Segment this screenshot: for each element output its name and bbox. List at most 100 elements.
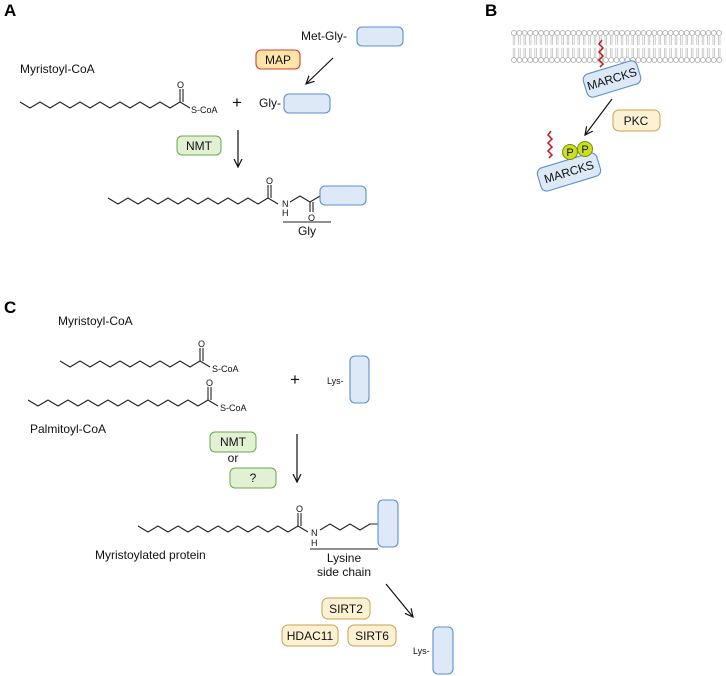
lipid-head [613, 57, 620, 63]
lipid-head [678, 57, 685, 63]
hdac11-box [281, 624, 339, 647]
nmt-enzyme-a: NMT [176, 135, 222, 156]
lipid-head [683, 57, 690, 63]
palmitoyl-chain-c [27, 399, 219, 407]
lipid-head [694, 57, 701, 63]
phosphate-2-circle [577, 141, 593, 157]
oxygen-a: O [177, 80, 184, 90]
lipid-head [662, 30, 669, 36]
marcks-bottom-box [536, 152, 602, 192]
lipid-head [608, 30, 615, 36]
lipid-head [624, 30, 631, 36]
lysine-label: Lysine [327, 551, 362, 565]
lipid-head [532, 57, 539, 63]
lipid-head [678, 30, 685, 36]
amide-oxygen-a: O [266, 176, 273, 186]
side-chain-label: side chain [317, 565, 371, 579]
lipid-head [700, 30, 706, 36]
sirt2-label: SIRT2 [329, 602, 363, 616]
amide-nitrogen-c: N [311, 528, 318, 538]
protein-final [432, 626, 454, 675]
myristoyl-coa-label-c: Myristoyl-CoA [58, 314, 133, 328]
protein-product-a [319, 185, 367, 206]
lipid-head [667, 57, 674, 63]
myristoyl-coa-label-a: Myristoyl-CoA [20, 62, 95, 76]
lipid-head [613, 30, 620, 36]
lipid-head [700, 57, 706, 63]
lipid-head [656, 57, 663, 63]
amide-nitrogen-a: N [282, 199, 289, 209]
sirt2-box [321, 597, 371, 620]
lipid-head [651, 30, 658, 36]
lipid-head [602, 30, 609, 36]
lipid-head [592, 30, 598, 36]
lipid-head [559, 57, 566, 63]
lipid-bilayer [511, 30, 723, 63]
lipid-head [565, 30, 571, 36]
map-arrow [306, 57, 334, 84]
lipid-head [673, 57, 679, 63]
oxygen-c2: O [206, 378, 213, 388]
amide-hydrogen-c: H [311, 538, 318, 548]
lipid-head [575, 57, 582, 63]
lipid-head [554, 30, 561, 36]
lipid-head [646, 30, 652, 36]
lysine-side-chain [319, 523, 378, 531]
nmt-box-a [176, 135, 222, 156]
lipid-head [619, 30, 625, 36]
lipid-head [581, 57, 588, 63]
gly-label: Gly- [259, 96, 281, 110]
phosphate-1-label: P [566, 147, 573, 159]
phosphate-1-circle [562, 144, 578, 160]
amide-hydrogen-a: H [282, 208, 289, 218]
lipid-head [710, 30, 717, 36]
demyristoylation-arrow [385, 583, 413, 617]
phosphate-2: P [577, 141, 593, 157]
plus-c: + [290, 370, 300, 389]
lipid-head [689, 30, 696, 36]
lipid-head [565, 57, 571, 63]
lipid-head [716, 30, 723, 36]
pkc-label: PKC [624, 114, 649, 128]
hdac11-label: HDAC11 [287, 629, 334, 643]
lipid-head [602, 57, 609, 63]
sirt6-enzyme: SIRT6 [347, 624, 397, 647]
protein-gly [283, 93, 331, 114]
myristoyl-chain-product-a [107, 197, 279, 205]
lipid-head [673, 30, 679, 36]
protein-product-c [377, 499, 399, 548]
lipid-head [521, 57, 528, 63]
panel-b-letter: B [485, 1, 497, 20]
lipid-head [532, 30, 539, 36]
myristoyl-chain-a [19, 101, 191, 109]
lipid-head [635, 57, 642, 63]
lipid-head [586, 30, 593, 36]
lipid-head [521, 30, 528, 36]
myristoyl-anchor-membrane [597, 39, 605, 68]
lipid-head [570, 57, 577, 63]
lipid-head [543, 30, 550, 36]
lipid-head [651, 57, 658, 63]
map-enzyme: MAP [255, 49, 301, 70]
pkc-enzyme: PKC [612, 109, 661, 132]
or-label: or [228, 451, 239, 465]
nmt-label-a: NMT [186, 139, 213, 153]
glycine-backbone [289, 195, 321, 203]
nmt-enzyme-c: NMT [209, 431, 257, 453]
pkc-arrow [585, 98, 613, 135]
hdac11-enzyme: HDAC11 [281, 624, 339, 647]
lipid-head [640, 57, 647, 63]
protein-met-gly [356, 26, 404, 47]
lipid-head [559, 30, 566, 36]
lipid-head [689, 57, 696, 63]
lipid-head [635, 30, 642, 36]
lipid-head [516, 57, 523, 63]
lipid-head [640, 30, 647, 36]
lipid-head [581, 30, 588, 36]
s-coa-c1: S-CoA [212, 364, 239, 374]
unknown-enzyme-box [229, 467, 277, 489]
lipid-head [656, 30, 663, 36]
lipid-head [662, 57, 669, 63]
nmt-box-c [209, 431, 257, 453]
lipid-head [619, 57, 625, 63]
